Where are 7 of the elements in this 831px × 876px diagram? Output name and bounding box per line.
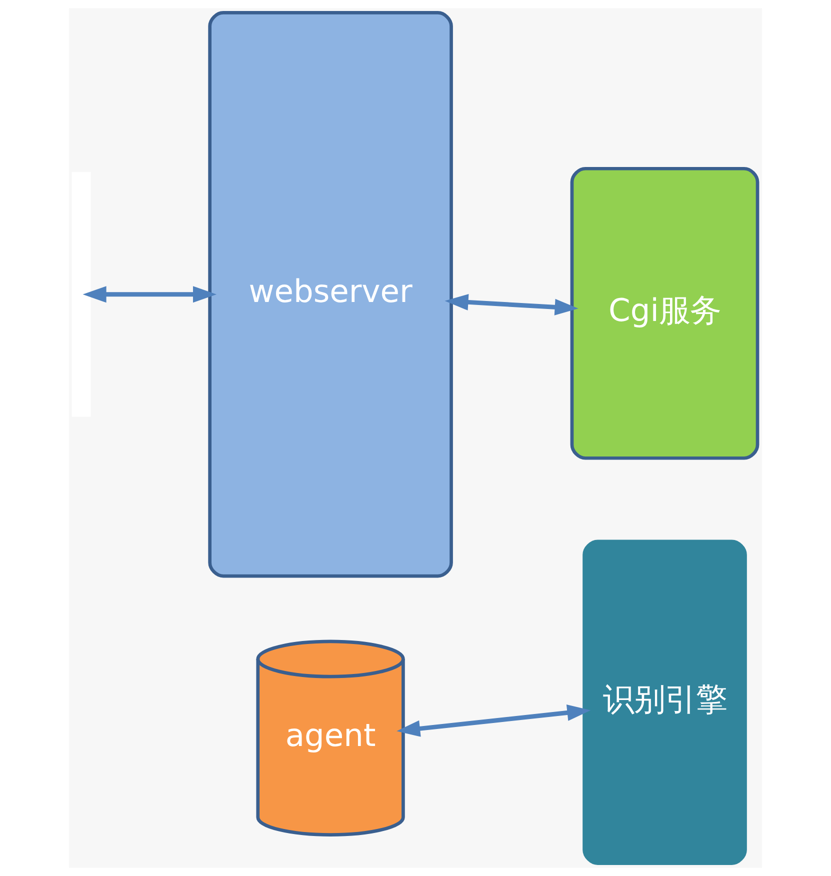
arrow	[82, 286, 217, 303]
node-box: 识别引擎	[582, 540, 747, 865]
node-box: webserver	[208, 11, 453, 578]
node-box: Cgi服务	[570, 166, 760, 460]
arrow	[396, 704, 591, 737]
arrow	[444, 294, 578, 316]
node-box	[72, 172, 91, 417]
